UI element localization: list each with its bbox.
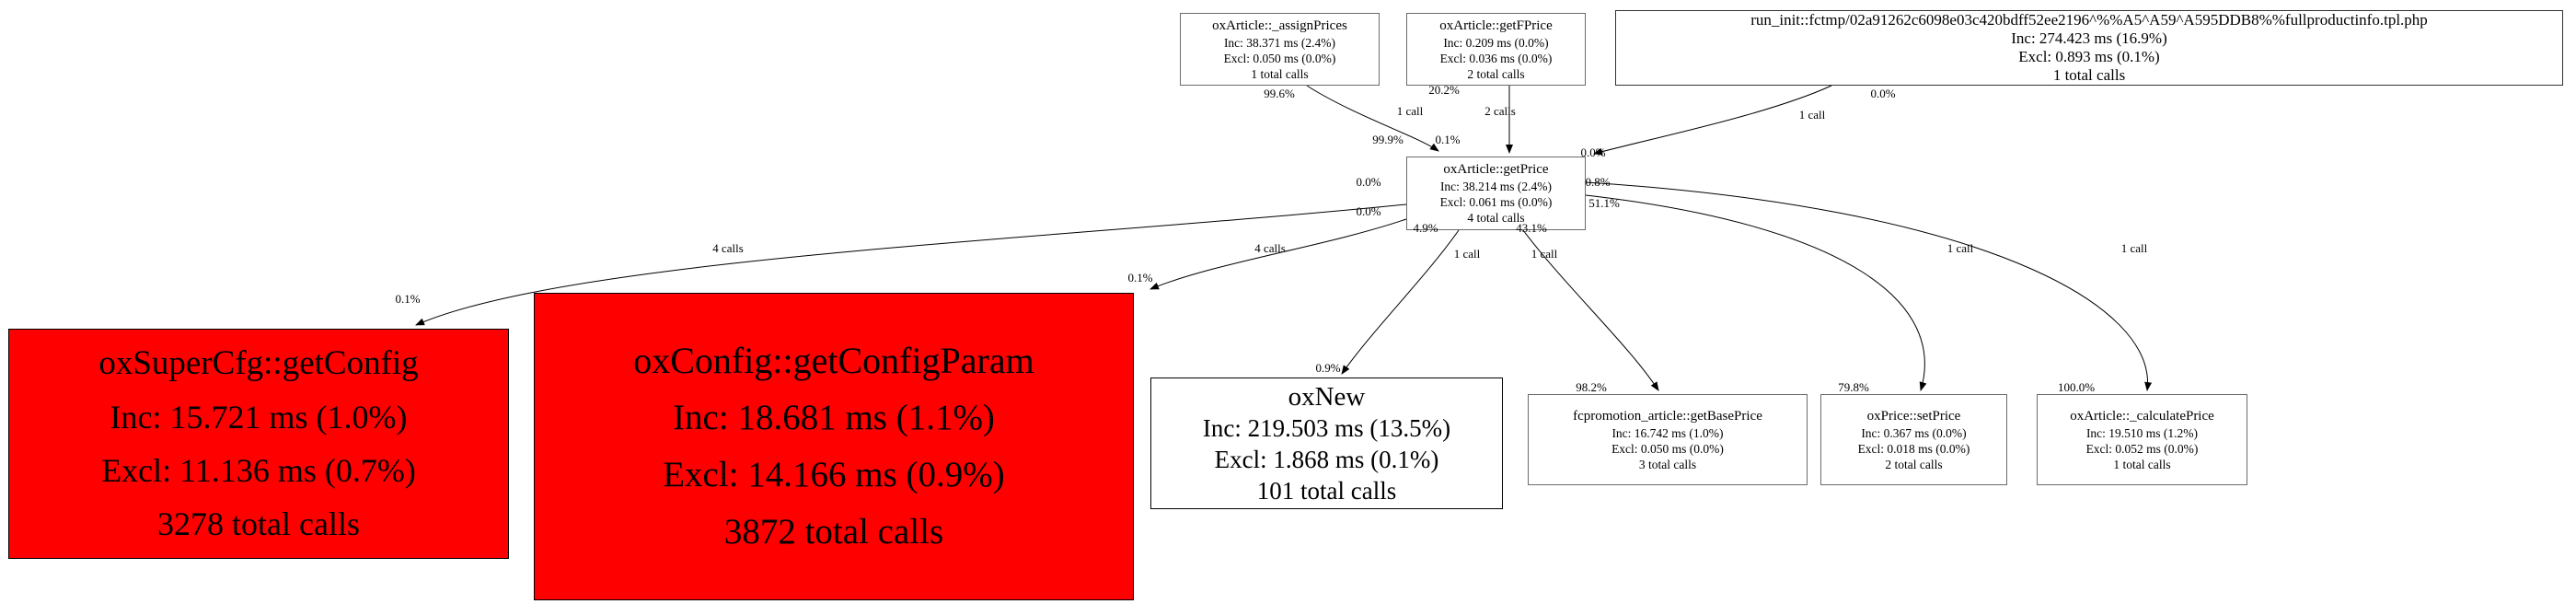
node-total-calls: 3278 total calls xyxy=(157,505,360,542)
edge-label-percent: 0.0% xyxy=(1580,145,1606,159)
node-inclusive-time: Inc: 38.371 ms (2.4%) xyxy=(1223,35,1336,50)
edge-getprice-getbaseprice xyxy=(1522,229,1659,391)
edge-label-calls: 1 call xyxy=(1396,104,1424,118)
edge-label-calls: 1 call xyxy=(1946,241,1974,255)
edge-label-percent: 0.0% xyxy=(1870,87,1896,100)
node-total-calls: 2 total calls xyxy=(1885,457,1943,471)
edge-label-percent: 0.1% xyxy=(1435,133,1461,146)
node-total-calls: 2 total calls xyxy=(1467,66,1525,81)
node-run-init-template: run_init::fctmp/02a91262c6098e03c420bdff… xyxy=(1615,10,2563,86)
node-inclusive-time: Inc: 38.214 ms (2.4%) xyxy=(1439,180,1553,193)
node-total-calls: 101 total calls xyxy=(1256,476,1397,505)
node-title: fcpromotion_article::getBasePrice xyxy=(1573,408,1762,424)
edge-label-percent: 99.9% xyxy=(1372,133,1404,146)
node-inclusive-time: Inc: 0.209 ms (0.0%) xyxy=(1443,35,1549,50)
edge-getprice-getconfig xyxy=(415,203,1407,326)
edge-getprice-setprice xyxy=(1585,194,1927,391)
node-inclusive-time: Inc: 19.510 ms (1.2%) xyxy=(2085,425,2199,440)
node-inclusive-time: Inc: 18.681 ms (1.1%) xyxy=(673,398,995,437)
node-title: oxSuperCfg::getConfig xyxy=(98,344,419,382)
node-total-calls: 3 total calls xyxy=(1638,457,1697,471)
edge-label-percent: 51.1% xyxy=(1588,196,1620,210)
node-title: oxConfig::getConfigParam xyxy=(633,340,1034,381)
node-oxsupercfg-getconfig: oxSuperCfg::getConfig Inc: 15.721 ms (1.… xyxy=(8,329,509,559)
edge-label-percent: 0.0% xyxy=(1356,175,1381,189)
edge-label-percent: 0.9% xyxy=(1315,361,1341,375)
node-title: oxArticle::_calculatePrice xyxy=(2070,408,2214,424)
edge-label-percent: 20.2% xyxy=(1428,83,1460,97)
node-exclusive-time: Excl: 11.136 ms (0.7%) xyxy=(101,452,416,489)
node-exclusive-time: Excl: 0.061 ms (0.0%) xyxy=(1439,195,1553,209)
edge-label-percent: 99.6% xyxy=(1264,87,1295,100)
node-title: run_init::fctmp/02a91262c6098e03c420bdff… xyxy=(1750,11,2428,29)
edge-label-calls: 4 calls xyxy=(712,241,744,255)
node-inclusive-time: Inc: 219.503 ms (13.5%) xyxy=(1202,413,1451,442)
node-oxnew: oxNew Inc: 219.503 ms (13.5%) Excl: 1.86… xyxy=(1150,378,1503,509)
edge-assignprices-getprice xyxy=(1306,85,1439,152)
edge-label-percent: 43.1% xyxy=(1516,221,1547,235)
node-oxarticle-getfprice: oxArticle::getFPrice Inc: 0.209 ms (0.0%… xyxy=(1406,13,1586,86)
node-total-calls: 1 total calls xyxy=(1251,66,1309,81)
edge-label-calls: 4 calls xyxy=(1254,241,1286,255)
node-oxarticle-getprice: oxArticle::getPrice Inc: 38.214 ms (2.4%… xyxy=(1406,157,1586,230)
edge-label-percent: 79.8% xyxy=(1838,380,1869,394)
node-title: oxArticle::_assignPrices xyxy=(1212,17,1347,33)
edge-label-calls: 1 call xyxy=(1453,247,1481,261)
edge-label-percent: 98.2% xyxy=(1576,380,1607,394)
node-inclusive-time: Inc: 16.742 ms (1.0%) xyxy=(1611,425,1724,440)
edge-label-calls: 2 calls xyxy=(1484,104,1516,118)
node-oxconfig-getconfigparam: oxConfig::getConfigParam Inc: 18.681 ms … xyxy=(534,293,1134,600)
node-exclusive-time: Excl: 0.036 ms (0.0%) xyxy=(1439,51,1553,65)
node-oxprice-setprice: oxPrice::setPrice Inc: 0.367 ms (0.0%) E… xyxy=(1820,394,2007,485)
edge-label-percent: 0.8% xyxy=(1585,175,1611,189)
node-exclusive-time: Excl: 1.868 ms (0.1%) xyxy=(1214,445,1439,473)
node-total-calls: 1 total calls xyxy=(2113,457,2171,471)
edge-label-percent: 0.1% xyxy=(395,292,421,306)
node-exclusive-time: Excl: 0.050 ms (0.0%) xyxy=(1611,441,1724,456)
edge-label-calls: 1 call xyxy=(2120,241,2148,255)
node-inclusive-time: Inc: 15.721 ms (1.0%) xyxy=(110,399,408,436)
edge-label-calls: 1 call xyxy=(1798,108,1826,122)
edge-label-calls: 1 call xyxy=(1531,247,1558,261)
node-fcpromotion-article-getbaseprice: fcpromotion_article::getBasePrice Inc: 1… xyxy=(1528,394,1808,485)
node-exclusive-time: Excl: 0.893 ms (0.1%) xyxy=(2018,48,2160,65)
node-oxarticle-calculateprice: oxArticle::_calculatePrice Inc: 19.510 m… xyxy=(2037,394,2247,485)
edge-getprice-oxnew xyxy=(1341,229,1460,375)
node-title: oxArticle::getPrice xyxy=(1443,162,1549,177)
node-total-calls: 1 total calls xyxy=(2052,66,2126,84)
node-inclusive-time: Inc: 274.423 ms (16.9%) xyxy=(2011,29,2167,47)
node-title: oxPrice::setPrice xyxy=(1866,408,1961,424)
node-total-calls: 4 total calls xyxy=(1467,211,1525,225)
node-exclusive-time: Excl: 0.018 ms (0.0%) xyxy=(1857,441,1970,456)
node-title: oxArticle::getFPrice xyxy=(1439,17,1553,33)
edge-label-percent: 4.9% xyxy=(1413,221,1438,235)
node-exclusive-time: Excl: 0.052 ms (0.0%) xyxy=(2085,441,2199,456)
node-total-calls: 3872 total calls xyxy=(723,512,944,552)
node-inclusive-time: Inc: 0.367 ms (0.0%) xyxy=(1861,425,1967,440)
node-oxarticle-assignprices: oxArticle::_assignPrices Inc: 38.371 ms … xyxy=(1180,13,1380,86)
edge-label-percent: 0.1% xyxy=(1127,271,1153,285)
edge-runinit-getprice xyxy=(1593,85,1832,156)
edge-getprice-getconfigparam xyxy=(1149,218,1407,290)
edge-label-percent: 100.0% xyxy=(2057,380,2096,394)
node-exclusive-time: Excl: 0.050 ms (0.0%) xyxy=(1223,51,1336,65)
edge-getprice-calculateprice xyxy=(1585,181,2153,391)
node-title: oxNew xyxy=(1288,381,1366,412)
edge-label-percent: 0.0% xyxy=(1356,204,1381,218)
node-exclusive-time: Excl: 14.166 ms (0.9%) xyxy=(663,455,1005,494)
